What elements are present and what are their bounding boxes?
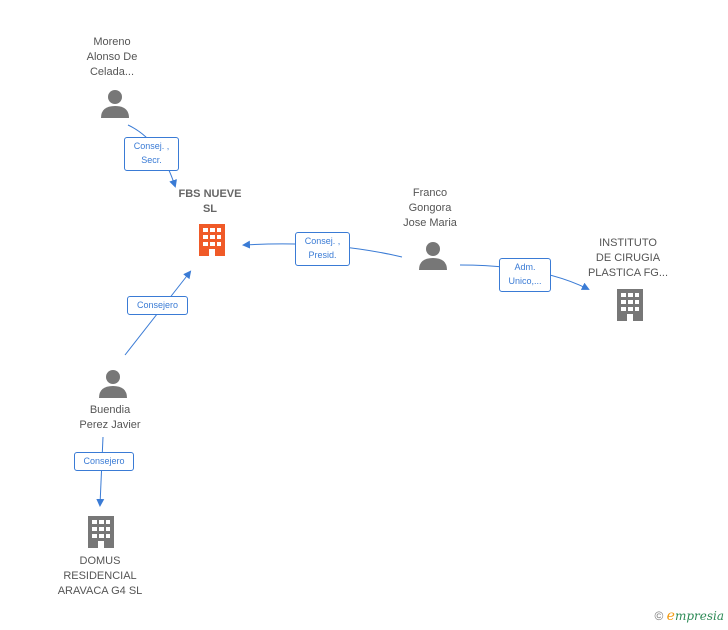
node-label-instituto[interactable]: INSTITUTO DE CIRUGIA PLASTICA FG... (587, 237, 669, 279)
relation-label-moreno-fbs[interactable]: Consej. , Secr. (124, 137, 179, 171)
node-label-buendia[interactable]: Buendia Perez Javier (79, 404, 141, 431)
brand-logo-text: mpresia (674, 609, 724, 623)
edge-buendia-domus (96, 436, 105, 507)
brand-logo-e: e (666, 608, 675, 624)
copyright-symbol: © (654, 609, 664, 623)
footer-brand: © empresia (654, 608, 724, 624)
node-label-moreno[interactable]: Moreno Alonso De Celada... (86, 36, 138, 78)
relation-label-buendia-fbs[interactable]: Consejero (127, 296, 188, 315)
person-icon[interactable] (417, 240, 449, 272)
relation-label-franco-fbs[interactable]: Consej. , Presid. (295, 232, 350, 266)
node-label-fbs-nueve[interactable]: FBS NUEVE SL (178, 188, 242, 215)
company-building-icon[interactable] (614, 287, 646, 323)
company-building-icon-focus[interactable] (196, 222, 228, 258)
person-icon[interactable] (97, 368, 129, 400)
relation-label-buendia-domus[interactable]: Consejero (74, 452, 134, 471)
person-icon[interactable] (99, 88, 131, 120)
node-label-franco[interactable]: Franco Gongora Jose Maria (403, 187, 457, 229)
relation-label-franco-instituto[interactable]: Adm. Unico,... (499, 258, 551, 292)
node-label-domus[interactable]: DOMUS RESIDENCIAL ARAVACA G4 SL (57, 555, 143, 597)
company-building-icon[interactable] (85, 514, 117, 550)
